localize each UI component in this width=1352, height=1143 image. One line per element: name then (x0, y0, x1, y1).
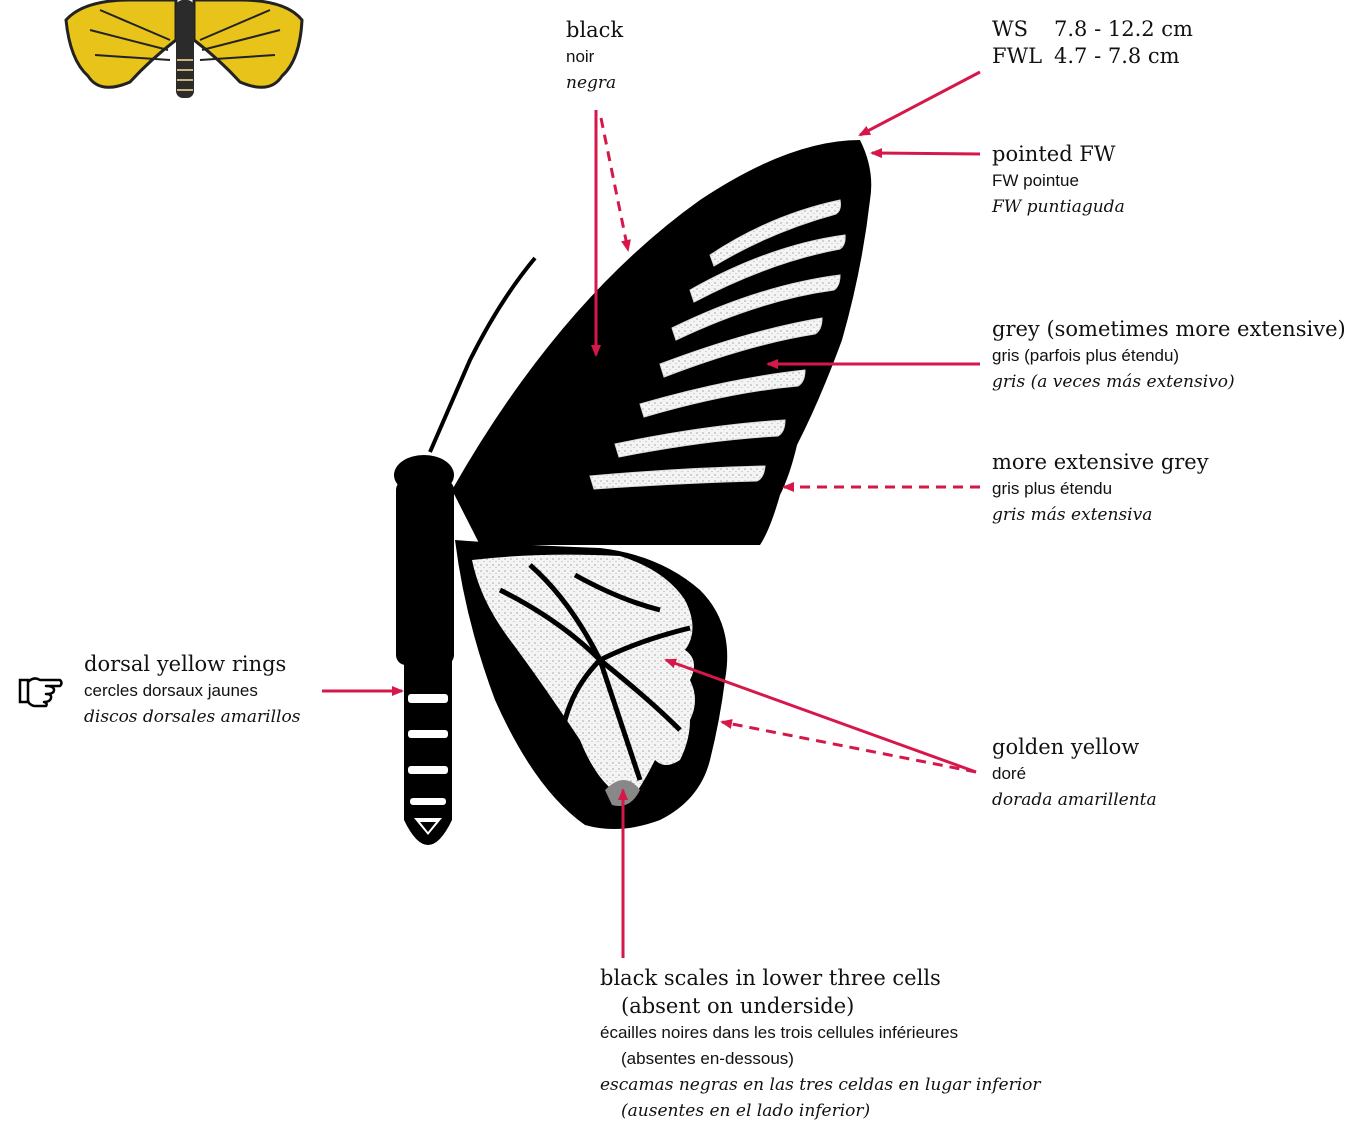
label-black-es: negra (566, 70, 623, 96)
label-pointed-fw: pointed FW FW pointue FW puntiaguda (992, 140, 1125, 220)
label-black: black noir negra (566, 16, 623, 96)
arrow-golden-dashed (722, 722, 976, 772)
label-grey-fr: gris (parfois plus étendu) (992, 343, 1346, 369)
label-golden-en: golden yellow (992, 733, 1157, 761)
fwl-key: FWL (992, 43, 1054, 70)
label-grey-en: grey (sometimes more extensive) (992, 315, 1346, 343)
label-golden-fr: doré (992, 761, 1157, 787)
ws-value: 7.8 - 12.2 cm (1054, 16, 1193, 43)
ws-key: WS (992, 16, 1054, 43)
label-scales-fr-1: écailles noires dans les trois cellules … (600, 1020, 1041, 1046)
label-golden: golden yellow doré dorada amarillenta (992, 733, 1157, 813)
label-scales-en-2: (absent on underside) (600, 992, 1041, 1020)
fwl-value: 4.7 - 7.8 cm (1054, 43, 1180, 70)
arrow-black-dashed (601, 118, 628, 250)
hindwing (455, 540, 727, 829)
label-scales-es-1: escamas negras en las tres celdas en lug… (600, 1072, 1041, 1098)
label-grey: grey (sometimes more extensive) gris (pa… (992, 315, 1346, 395)
label-more-grey-es: gris más extensiva (992, 502, 1209, 528)
label-more-grey-en: more extensive grey (992, 448, 1209, 476)
forewing (452, 140, 871, 545)
label-rings-fr: cercles dorsaux jaunes (84, 678, 300, 704)
pointing-hand-icon (18, 672, 64, 708)
label-more-grey: more extensive grey gris plus étendu gri… (992, 448, 1209, 528)
butterfly-thumbnail (66, 0, 302, 98)
label-scales: black scales in lower three cells (absen… (600, 964, 1041, 1124)
label-scales-es-2: (ausentes en el lado inferior) (600, 1098, 1041, 1124)
body (394, 455, 454, 845)
label-pointed-en: pointed FW (992, 140, 1125, 168)
label-more-grey-fr: gris plus étendu (992, 476, 1209, 502)
label-pointed-fr: FW pointue (992, 168, 1125, 194)
arrow-pointed (872, 153, 980, 154)
label-rings-es: discos dorsales amarillos (84, 704, 300, 730)
label-black-fr: noir (566, 44, 623, 70)
arrow-ws (860, 72, 980, 135)
label-grey-es: gris (a veces más extensivo) (992, 369, 1346, 395)
label-scales-fr-2: (absentes en-dessous) (600, 1046, 1041, 1072)
label-black-en: black (566, 16, 623, 44)
label-rings-en: dorsal yellow rings (84, 650, 300, 678)
label-pointed-es: FW puntiaguda (992, 194, 1125, 220)
label-scales-en-1: black scales in lower three cells (600, 964, 1041, 992)
label-rings: dorsal yellow rings cercles dorsaux jaun… (84, 650, 300, 730)
measurements: WS7.8 - 12.2 cm FWL4.7 - 7.8 cm (992, 16, 1193, 70)
label-golden-es: dorada amarillenta (992, 787, 1157, 813)
